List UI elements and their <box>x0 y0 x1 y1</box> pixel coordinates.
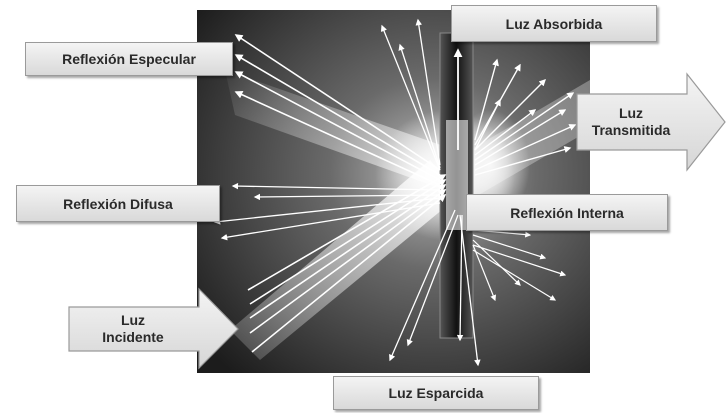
slab-highlight <box>446 120 468 230</box>
arrow-shape <box>576 72 726 172</box>
diffuse-rays <box>213 18 441 241</box>
label-luz-incidente: Luz Incidente <box>102 312 164 345</box>
arrow-shape <box>68 287 239 370</box>
transmitted-rays <box>474 58 577 176</box>
label-reflexion-especular: Reflexión Especular <box>25 42 233 76</box>
label-luz-absorbida: Luz Absorbida <box>451 5 657 42</box>
label-reflexion-difusa: Reflexión Difusa <box>16 185 220 222</box>
arrow-luz-incidente: Luz Incidente <box>68 287 240 370</box>
label-reflexion-interna: Reflexión Interna <box>466 194 668 231</box>
label-luz-transmitida: Luz Transmitida <box>591 105 671 138</box>
label-luz-esparcida: Luz Esparcida <box>333 376 539 410</box>
specular-rays <box>234 34 441 186</box>
scattered-rays <box>389 209 481 367</box>
arrow-luz-transmitida: Luz Transmitida <box>576 72 727 172</box>
incident-rays <box>247 174 447 353</box>
